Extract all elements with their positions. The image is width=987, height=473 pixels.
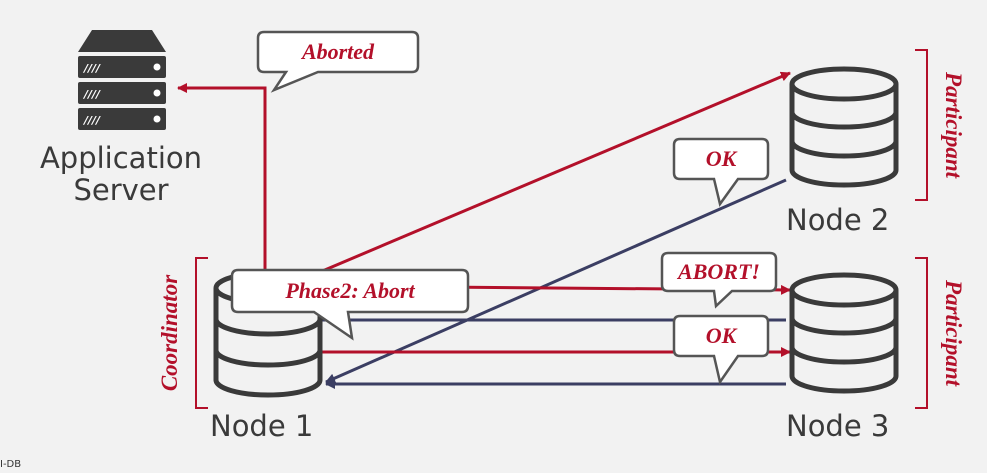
app-server-label-line1: Application bbox=[39, 141, 203, 175]
node2-database-icon bbox=[789, 66, 899, 188]
svg-text:////: //// bbox=[82, 88, 101, 101]
bubble-ok-node3 bbox=[672, 314, 770, 386]
bubble-ok-node3-text: OK bbox=[705, 323, 737, 348]
node1-role-label: Coordinator bbox=[157, 274, 182, 392]
node3-database-icon bbox=[789, 272, 899, 394]
node3-role-label: Participant bbox=[941, 279, 966, 387]
node3-bracket bbox=[915, 257, 928, 409]
server-rack-icon: //// //// //// bbox=[78, 30, 166, 130]
arrow-node1-to-app-server bbox=[177, 83, 267, 300]
bubble-aborted-text: Aborted bbox=[301, 39, 375, 64]
svg-text:////: //// bbox=[82, 114, 101, 127]
node2-label: Node 2 bbox=[786, 203, 890, 237]
bubble-ok-node2-text: OK bbox=[705, 146, 737, 171]
arrow-node2-to-node1 bbox=[325, 178, 787, 384]
bubble-phase2-text: Phase2: Abort bbox=[285, 278, 415, 303]
bubble-abort-node3-text: ABORT! bbox=[678, 259, 760, 284]
bubble-abort-node3 bbox=[660, 251, 778, 309]
svg-text:////: //// bbox=[82, 62, 101, 75]
app-server-label-line2: Server bbox=[73, 173, 169, 207]
footer-text: I-DB bbox=[0, 459, 22, 470]
node2-role-label: Participant bbox=[941, 71, 966, 179]
node3-label: Node 3 bbox=[786, 409, 890, 443]
bubble-phase2 bbox=[230, 268, 470, 341]
node1-bracket bbox=[195, 257, 208, 409]
arrow-node1-to-node2 bbox=[319, 71, 791, 274]
node1-label: Node 1 bbox=[210, 409, 314, 443]
bubble-ok-node2 bbox=[672, 137, 770, 207]
node2-bracket bbox=[915, 49, 928, 201]
bubble-aborted bbox=[256, 30, 420, 93]
